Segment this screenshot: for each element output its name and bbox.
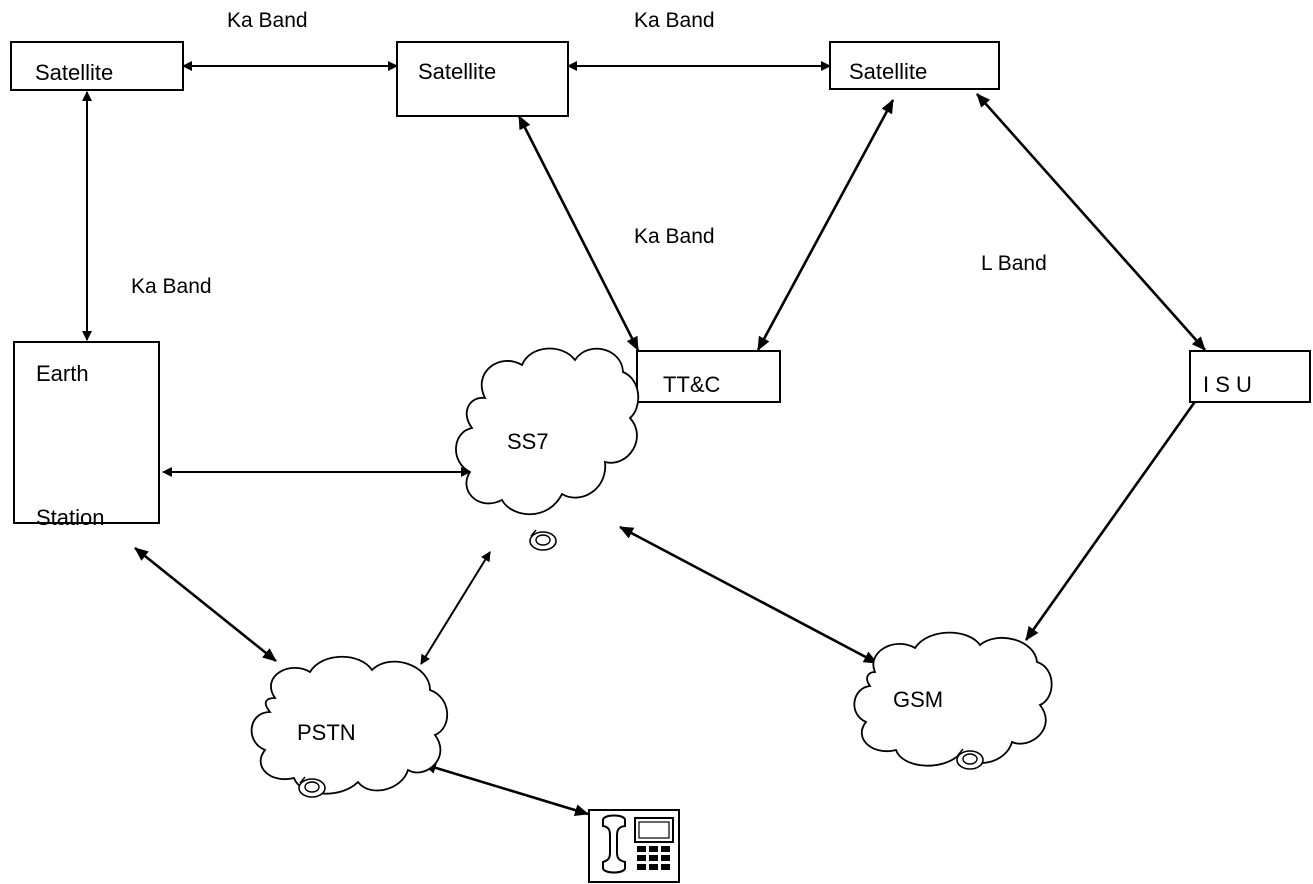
pstn-cloud: PSTN: [250, 655, 449, 798]
satellite-left-node: Satellite: [10, 41, 184, 91]
ttc-label: TT&C: [663, 372, 721, 397]
label-sat-left-earth: Ka Band: [131, 275, 212, 298]
link-earth-pstn: [134, 546, 277, 663]
link-sat-center-ttc: [517, 115, 640, 351]
link-sat-right-isu: [976, 93, 1206, 351]
ttc-node: TT&C: [636, 350, 781, 403]
label-sat-left-center: Ka Band: [227, 9, 308, 32]
link-ss7-pstn: [420, 551, 491, 665]
link-pstn-phone: [422, 762, 589, 816]
satellite-left-label: Satellite: [35, 60, 113, 85]
connector-icon: [529, 529, 557, 551]
earth-station-label-line2: Station: [36, 505, 105, 530]
label-sat-center-right: Ka Band: [634, 9, 715, 32]
label-ttc-links: Ka Band: [634, 225, 715, 248]
isu-node: I S U: [1189, 350, 1311, 403]
earth-station-label-line1: Earth: [36, 361, 89, 386]
satellite-right-node: Satellite: [829, 41, 1000, 90]
link-ss7-gsm: [619, 525, 878, 665]
link-isu-gsm: [1024, 371, 1218, 641]
connector-icon: [956, 748, 984, 770]
satellite-center-label: Satellite: [418, 59, 496, 84]
ss7-label: SS7: [507, 429, 549, 454]
label-sat-right-isu: L Band: [981, 252, 1047, 275]
satellite-center-node: Satellite: [396, 41, 569, 117]
connector-icon: [298, 776, 326, 798]
telephone-icon: [588, 809, 680, 883]
gsm-label: GSM: [893, 687, 943, 712]
ss7-cloud: SS7: [455, 347, 640, 551]
gsm-cloud: GSM: [853, 631, 1053, 770]
pstn-label: PSTN: [297, 720, 356, 745]
isu-label: I S U: [1203, 372, 1252, 397]
link-sat-right-ttc: [756, 99, 895, 351]
satellite-right-label: Satellite: [849, 59, 927, 84]
earth-station-node: Earth Station: [13, 341, 160, 530]
